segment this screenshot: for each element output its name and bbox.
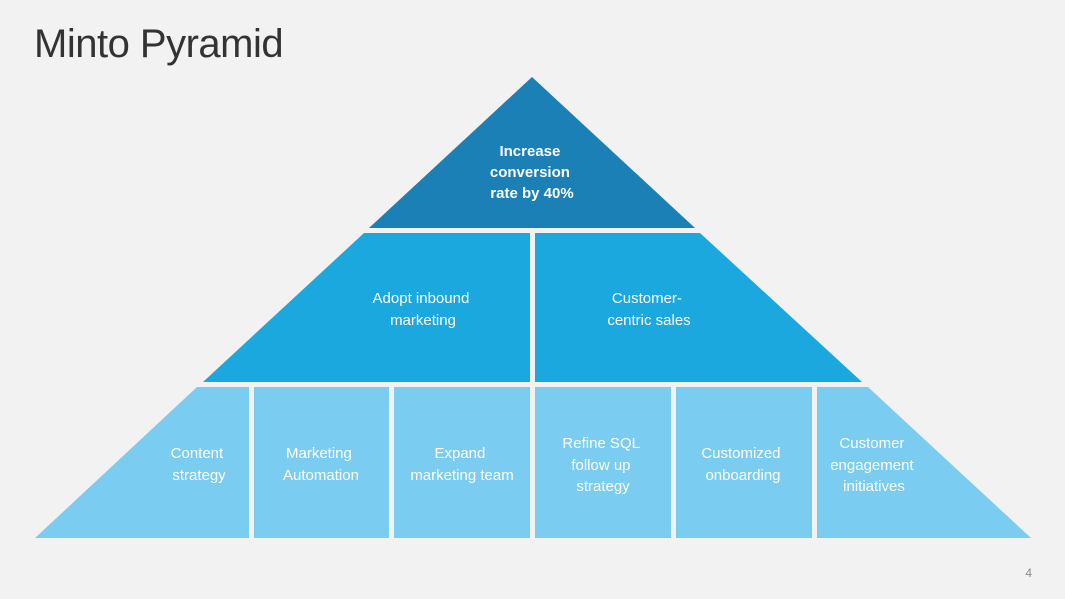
pyramid-middle-right-label-line: centric sales	[607, 312, 690, 329]
slide-title: Minto Pyramid	[34, 22, 284, 66]
pyramid-bottom-label-line: Customer	[839, 435, 904, 452]
pyramid-bottom-label-4: Refine SQL follow up strategy	[562, 435, 643, 495]
pyramid-bottom-label-1: Content strategy	[171, 445, 228, 484]
pyramid-top-label: Increase conversion rate by 40%	[490, 143, 574, 202]
pyramid-bottom-block-6	[817, 387, 1031, 538]
pyramid-middle-right-block	[535, 233, 862, 382]
pyramid-bottom-label-6: Customer engagement initiatives	[830, 435, 918, 495]
pyramid-bottom-block-1	[35, 387, 249, 538]
pyramid-bottom-label-line: strategy	[172, 467, 226, 484]
pyramid-bottom-label-line: follow up	[571, 457, 630, 474]
pyramid-bottom-block-5	[676, 387, 812, 538]
pyramid-middle-right-label-line: Customer-	[612, 290, 682, 307]
pyramid-bottom-label-line: Refine SQL	[562, 435, 639, 452]
pyramid-bottom-label-line: Automation	[283, 467, 359, 484]
pyramid-middle-left-label-line: marketing	[390, 312, 456, 329]
pyramid-bottom-label-line: marketing team	[410, 467, 513, 484]
pyramid-bottom-label-2: Marketing Automation	[283, 445, 359, 484]
pyramid-top-tier	[369, 77, 695, 228]
pyramid-bottom-label-line: Content	[171, 445, 224, 462]
pyramid-bottom-block-2	[254, 387, 389, 538]
pyramid-bottom-label-line: onboarding	[705, 467, 780, 484]
pyramid-bottom-block-3	[394, 387, 530, 538]
page-number: 4	[1025, 566, 1032, 580]
pyramid-middle-left-block	[203, 233, 530, 382]
pyramid-bottom-label-3: Expand marketing team	[410, 445, 513, 484]
pyramid-middle-left-label-line: Adopt inbound	[373, 290, 470, 307]
pyramid-bottom-label-line: strategy	[576, 478, 630, 495]
pyramid-top-label-line: rate by 40%	[490, 185, 573, 202]
pyramid-bottom-label-5: Customized onboarding	[701, 445, 784, 484]
pyramid-bottom-label-line: initiatives	[843, 478, 905, 495]
pyramid-middle-left-label: Adopt inbound marketing	[373, 290, 474, 329]
pyramid-bottom-label-line: Customized	[701, 445, 780, 462]
pyramid-bottom-label-line: engagement	[830, 457, 914, 474]
pyramid-top-label-line: Increase	[499, 143, 560, 160]
pyramid-top-label-line: conversion	[490, 164, 570, 181]
pyramid-bottom-label-line: Marketing	[286, 445, 352, 462]
pyramid-bottom-label-line: Expand	[434, 445, 485, 462]
pyramid-middle-right-label: Customer- centric sales	[607, 290, 690, 329]
pyramid-bottom-block-4	[535, 387, 671, 538]
